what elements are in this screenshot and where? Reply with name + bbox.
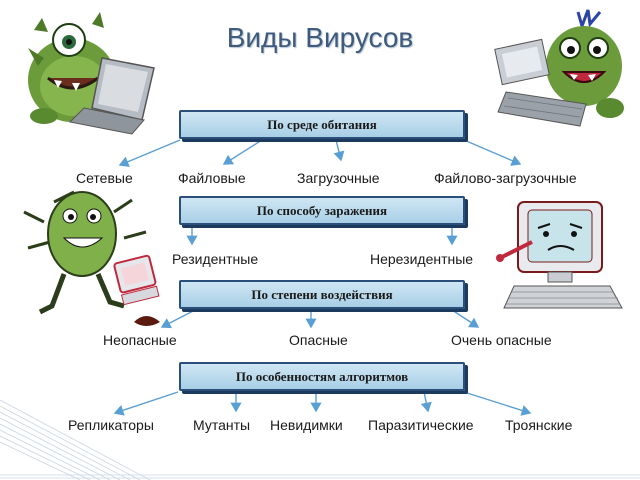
- label-replicators: Репликаторы: [68, 417, 154, 433]
- category-box-algorithms: По особенностям алгоритмов: [179, 362, 465, 391]
- label-mutants: Мутанты: [193, 417, 251, 433]
- category-box-habitat: По среде обитания: [179, 110, 465, 139]
- label-file: Файловые: [178, 170, 246, 186]
- label-network: Сетевые: [76, 170, 133, 186]
- category-box-infection: По способу заражения: [179, 196, 465, 225]
- label-parasitic: Паразитические: [368, 417, 474, 433]
- sick-computer-icon: [496, 201, 623, 309]
- background-lines: [0, 399, 640, 480]
- category-box-impact: По степени воздействия: [179, 280, 465, 309]
- label-file-boot: Файлово-загрузочные: [434, 170, 577, 186]
- label-trojan: Троянские: [505, 417, 573, 433]
- label-dangerous: Опасные: [289, 332, 348, 348]
- label-resident: Резидентные: [172, 251, 259, 267]
- page-title: Виды Вирусов: [226, 22, 414, 53]
- green-germ-monster-icon: [23, 190, 160, 326]
- green-monster-keyboard-icon: [494, 9, 624, 127]
- label-harmless: Неопасные: [103, 332, 177, 348]
- label-very-dangerous: Очень опасные: [451, 332, 552, 348]
- green-monster-laptop-icon: [28, 12, 155, 135]
- label-invisible: Невидимки: [270, 417, 343, 433]
- label-boot: Загрузочные: [297, 170, 380, 186]
- label-nonresident: Нерезидентные: [370, 251, 474, 267]
